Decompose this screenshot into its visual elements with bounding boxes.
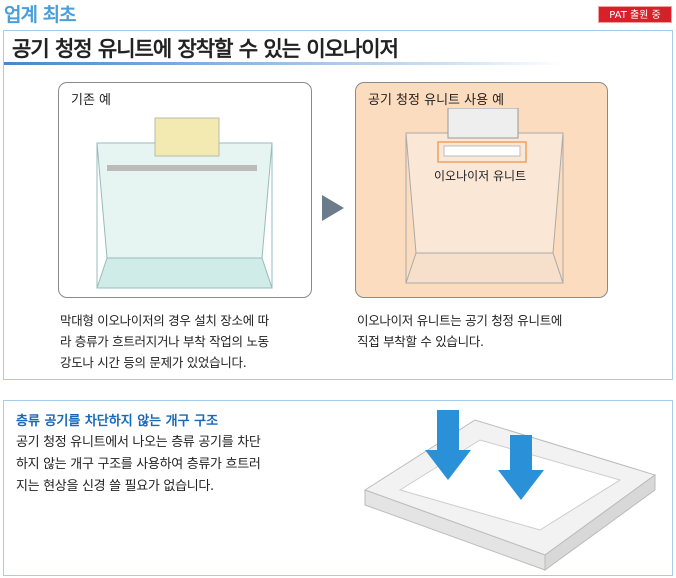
desc-line: 강도나 시간 등의 문제가 있었습니다. xyxy=(60,355,247,370)
conventional-example-card: 기존 예 xyxy=(58,82,312,298)
air-cleaner-description: 이오나이저 유니트는 공기 청정 유니트에 직접 부착할 수 있습니다. xyxy=(357,310,562,352)
air-cleaner-example-card: 공기 청정 유니트 사용 예 이오나이저 유니트 xyxy=(355,82,608,298)
feature-description: 공기 청정 유니트에서 나오는 층류 공기를 차단 하지 않는 개구 구조를 사… xyxy=(16,432,261,498)
tank-illustration xyxy=(405,108,564,284)
desc-line: 지는 현상을 신경 쓸 필요가 없습니다. xyxy=(16,479,214,494)
airflow-arrow-icon xyxy=(498,435,544,500)
desc-line: 이오나이저 유니트는 공기 청정 유니트에 xyxy=(357,313,563,328)
bar-ionizer xyxy=(107,165,257,171)
tank-illustration xyxy=(96,117,273,289)
first-in-industry-label: 업계 최초 xyxy=(4,4,77,26)
conventional-description: 막대형 이오나이저의 경우 설치 장소에 따 라 층류가 흐트러지거나 부착 작… xyxy=(60,310,269,373)
desc-line: 직접 부착할 수 있습니다. xyxy=(357,334,484,349)
ionizer-unit-frame-illustration xyxy=(363,410,657,571)
desc-line: 하지 않는 개구 구조를 사용하여 층류가 흐트러 xyxy=(16,457,261,472)
page-title: 공기 청정 유니트에 장착할 수 있는 이오나이저 xyxy=(12,37,399,61)
ionizer-unit-callout: 이오나이저 유니트 xyxy=(434,169,527,183)
ionizer-panel xyxy=(3,30,673,380)
airflow-arrow-icon xyxy=(425,410,471,480)
patent-pending-badge: PAT 출원 중 xyxy=(598,6,672,23)
title-underline xyxy=(4,62,564,65)
open-structure-panel xyxy=(3,400,673,576)
desc-line: 공기 청정 유니트에서 나오는 층류 공기를 차단 xyxy=(16,435,261,450)
card-label: 기존 예 xyxy=(71,93,112,108)
card-label: 공기 청정 유니트 사용 예 xyxy=(368,93,505,108)
desc-line: 막대형 이오나이저의 경우 설치 장소에 따 xyxy=(60,313,269,328)
feature-title: 층류 공기를 차단하지 않는 개구 구조 xyxy=(16,414,219,429)
arrow-right-icon xyxy=(322,195,344,221)
desc-line: 라 층류가 흐트러지거나 부착 작업의 노동 xyxy=(60,334,269,349)
